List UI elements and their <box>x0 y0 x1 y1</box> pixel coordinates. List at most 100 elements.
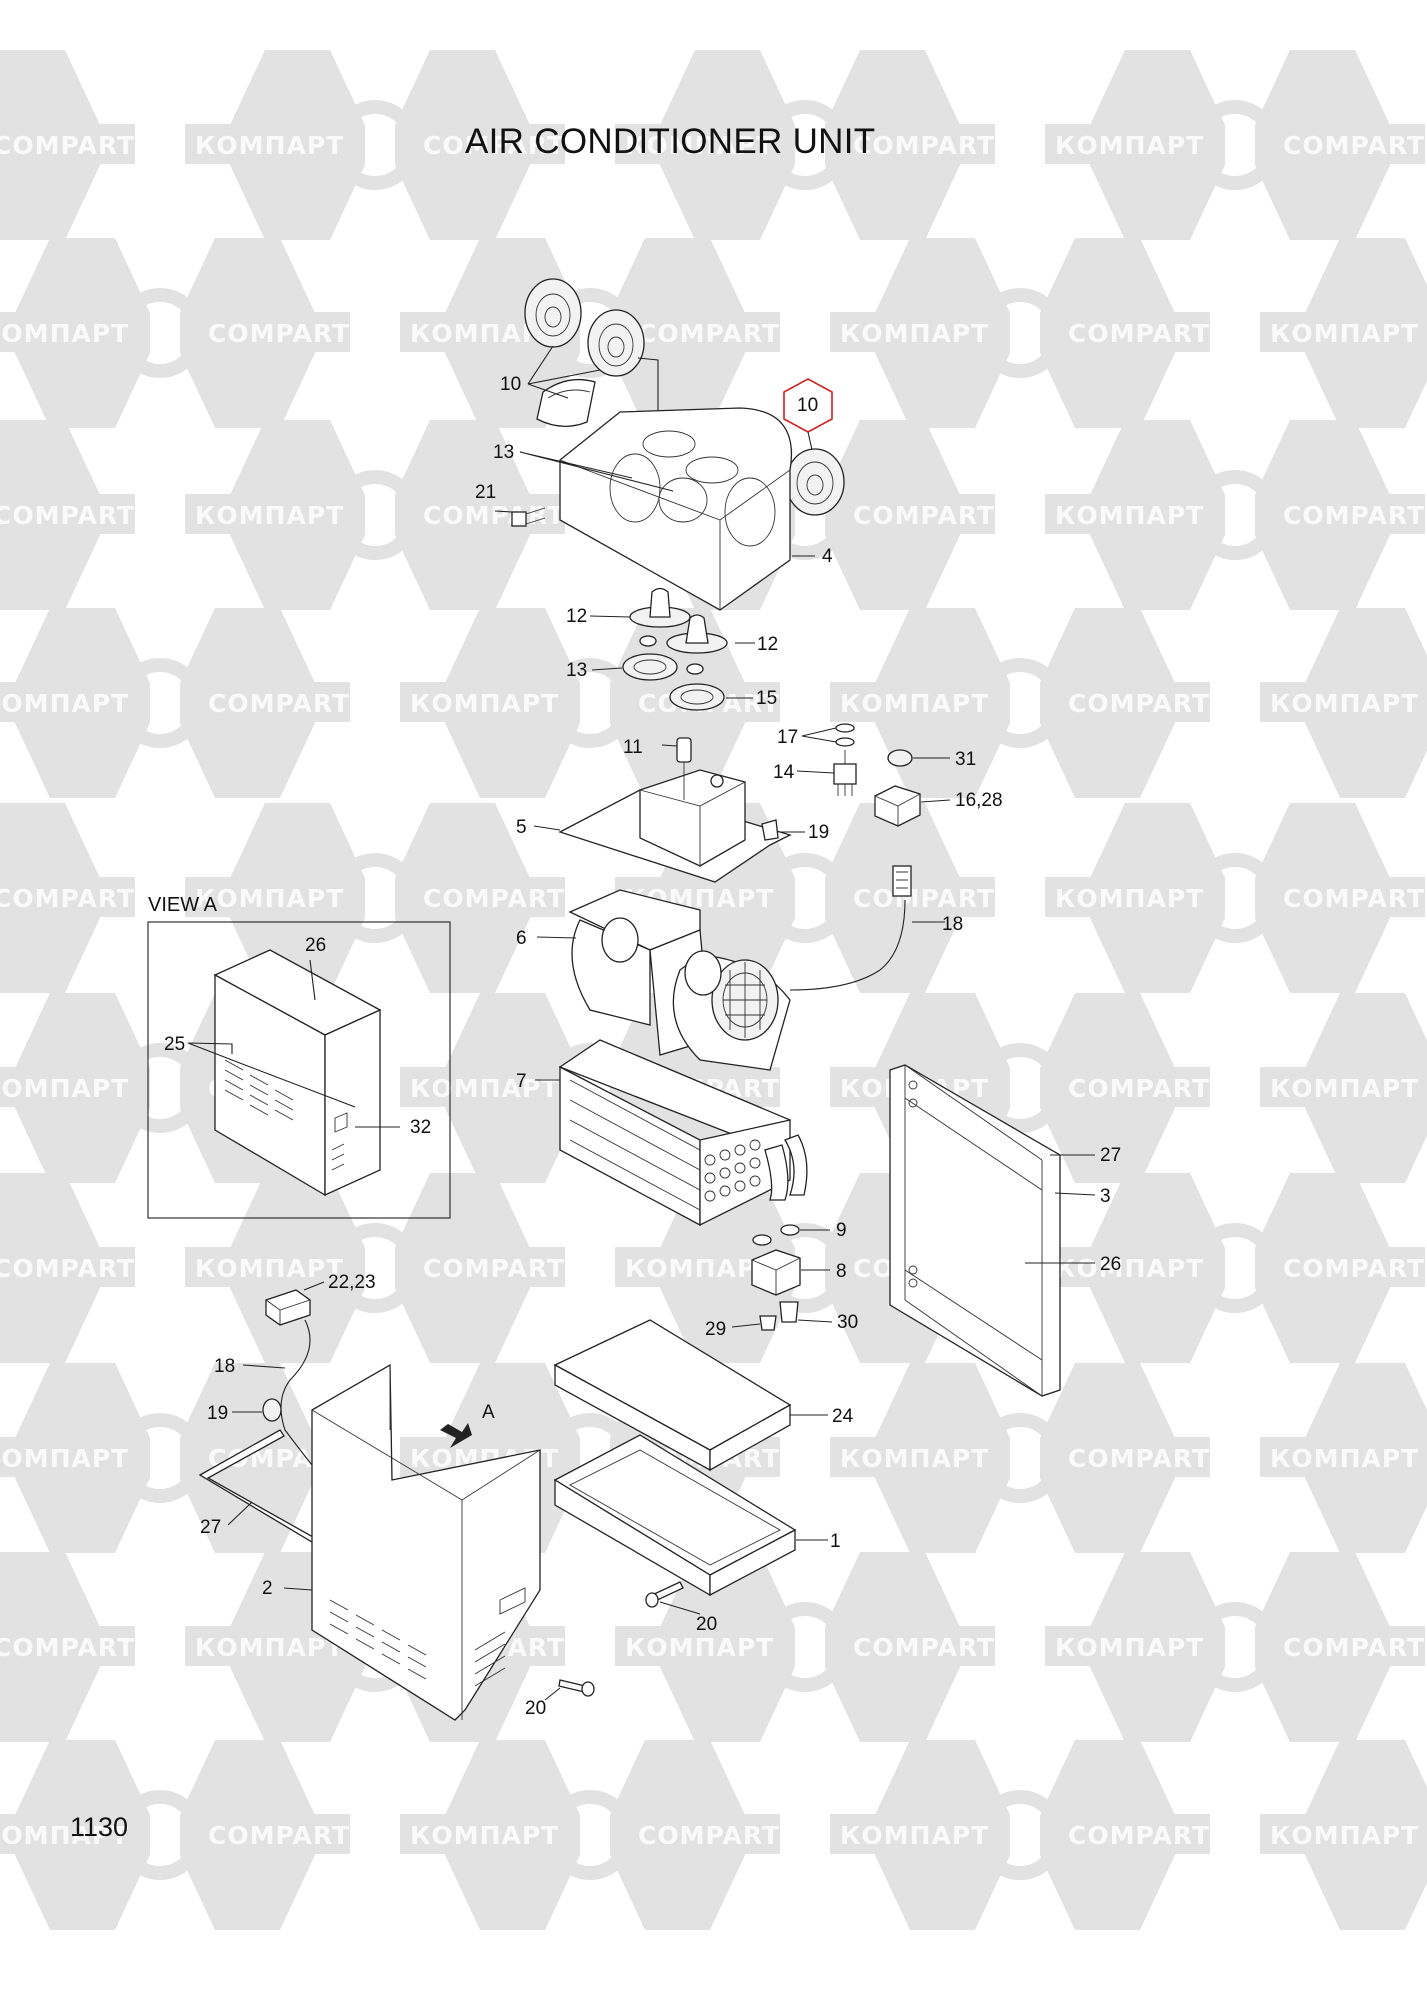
watermark-text: COMPART <box>423 1254 565 1283</box>
watermark-text: КОМПАРТ <box>0 1821 129 1850</box>
watermark-text: КОМПАРТ <box>1270 1074 1419 1103</box>
clip-part-19 <box>761 819 779 841</box>
watermark-text: КОМПАРТ <box>840 1821 989 1850</box>
view-a-callout-25: 25 <box>164 1034 185 1055</box>
control-panel-part-5 <box>558 737 792 883</box>
watermark-text: COMPART <box>1283 884 1425 913</box>
watermark-text: КОМПАРТ <box>195 131 344 160</box>
watermark-text: КОМПАРТ <box>625 1633 774 1662</box>
watermark-text: КОМПАРТ <box>1270 689 1419 718</box>
callout-6: 6 <box>516 928 527 949</box>
callout-9: 9 <box>836 1220 847 1241</box>
watermark-text: COMPART <box>1283 1633 1425 1662</box>
connector-part-18a <box>892 865 912 897</box>
watermark-text: КОМПАРТ <box>0 319 129 348</box>
callout-31: 31 <box>955 749 976 770</box>
watermark-text: COMPART <box>638 319 780 348</box>
screw-part-20a <box>645 1581 684 1608</box>
watermark-text: КОМПАРТ <box>195 1254 344 1283</box>
rotary-switch-part-14 <box>833 723 857 796</box>
callout-27a: 27 <box>1100 1145 1121 1166</box>
callout-19b: 19 <box>207 1403 228 1424</box>
page-number: 1130 <box>70 1812 129 1842</box>
watermark-text: КОМПАРТ <box>410 1821 559 1850</box>
view-a-callout-26: 26 <box>305 935 326 956</box>
evaporator-core-part-7 <box>558 1039 808 1227</box>
callout-labels: 10 10 13 21 4 12 12 13 15 11 17 14 31 16… <box>164 374 1121 1719</box>
watermark-text: COMPART <box>1283 1254 1425 1283</box>
callout-12b: 12 <box>757 634 778 655</box>
page-title: AIR CONDITIONER UNIT <box>465 122 876 161</box>
callout-13a: 13 <box>493 442 514 463</box>
bezel-ring-part-15 <box>669 663 725 711</box>
watermark-text: КОМПАРТ <box>410 1074 559 1103</box>
watermark-text: COMPART <box>0 1633 135 1662</box>
watermark-text: КОМПАРТ <box>625 131 774 160</box>
callout-24: 24 <box>832 1406 854 1427</box>
o-ring-part-9 <box>752 1224 800 1246</box>
callout-a: A <box>482 1402 495 1423</box>
filter-part-24 <box>553 1319 792 1472</box>
view-a-bracket <box>213 949 382 1197</box>
callout-11: 11 <box>623 737 643 758</box>
cap-part-29 <box>759 1315 777 1331</box>
watermark-text: COMPART <box>853 131 995 160</box>
callout-2: 2 <box>262 1578 273 1599</box>
watermark-text: COMPART <box>1283 131 1425 160</box>
watermark-text: COMPART <box>0 1254 135 1283</box>
cap-part-30 <box>779 1301 799 1323</box>
screw-part-20b <box>558 1679 595 1697</box>
callout-3: 3 <box>1100 1186 1111 1207</box>
watermark-text: КОМПАРТ <box>1270 1821 1419 1850</box>
watermark-text: КОМПАРТ <box>1055 131 1204 160</box>
watermark-text: КОМПАРТ <box>195 1633 344 1662</box>
upper-housing-part <box>559 407 792 611</box>
callout-26a: 26 <box>1100 1254 1121 1275</box>
callout-17: 17 <box>777 727 798 748</box>
watermark-text: COMPART <box>0 884 135 913</box>
callout-30: 30 <box>837 1312 858 1333</box>
watermark-text: КОМПАРТ <box>1055 501 1204 530</box>
watermark-text: КОМПАРТ <box>410 689 559 718</box>
watermark-text: COMPART <box>423 501 565 530</box>
watermark-text: COMPART <box>0 131 135 160</box>
callout-13b: 13 <box>566 660 587 681</box>
callout-29: 29 <box>705 1319 726 1340</box>
watermark-text: КОМПАРТ <box>0 1074 129 1103</box>
callout-21: 21 <box>475 482 496 503</box>
watermark-text: COMPART <box>1283 501 1425 530</box>
watermark-text: КОМПАРТ <box>1055 1633 1204 1662</box>
callout-20b: 20 <box>525 1698 546 1719</box>
watermark-tile: КОМПАРТ COMPART <box>185 803 565 993</box>
callout-22-23: 22,23 <box>328 1272 376 1293</box>
connector-part-22 <box>265 1289 311 1326</box>
grommet-part-19 <box>262 1398 282 1422</box>
watermark-text: КОМПАРТ <box>625 1254 774 1283</box>
watermark-tile: КОМПАРТ COMPART <box>1045 50 1425 240</box>
view-a-arrow <box>440 1423 472 1448</box>
watermark-text: КОМПАРТ <box>840 319 989 348</box>
watermark-text: КОМПАРТ <box>195 884 344 913</box>
watermark-text: COMPART <box>0 501 135 530</box>
watermark-text: COMPART <box>1068 319 1210 348</box>
watermark-text: COMPART <box>423 884 565 913</box>
drain-tray-part-1 <box>553 1434 797 1597</box>
watermark-text: COMPART <box>1068 1444 1210 1473</box>
watermark-tile: КОМПАРТ COMPART <box>185 1173 565 1363</box>
callout-14: 14 <box>773 762 795 783</box>
